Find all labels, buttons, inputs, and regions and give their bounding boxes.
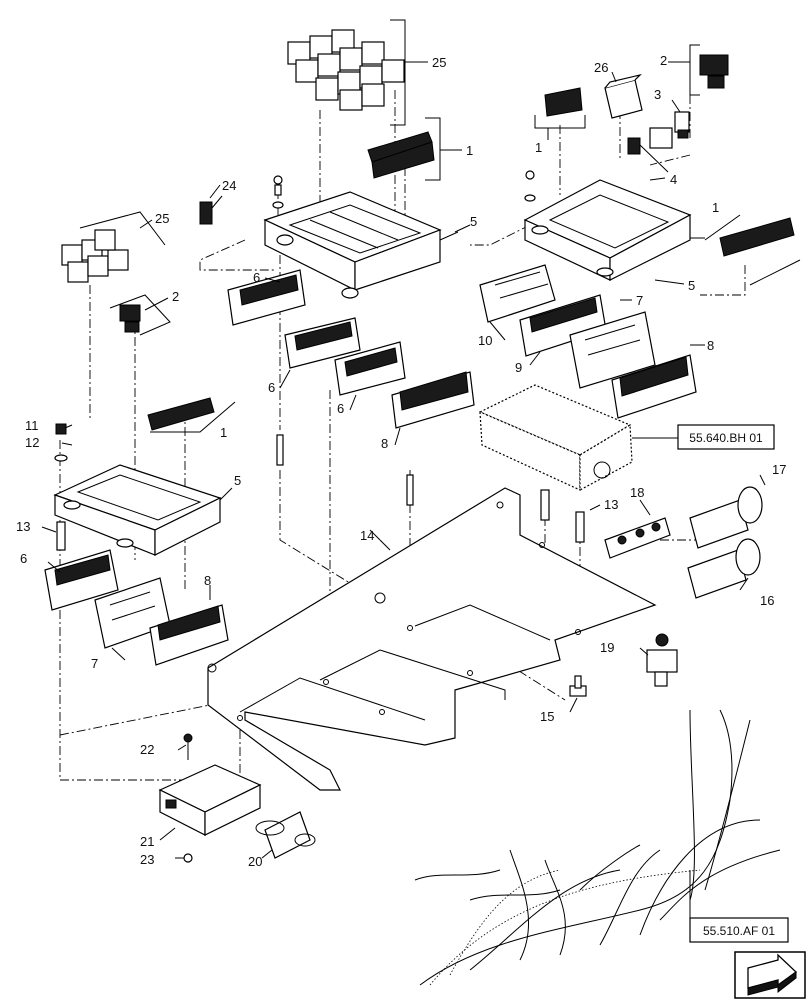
fuse-holder-6c xyxy=(334,341,406,396)
connector-16 xyxy=(687,538,761,599)
fuse-holder-20 xyxy=(255,811,316,859)
fuse-2-left xyxy=(109,294,171,336)
relay-cluster-top xyxy=(287,19,406,126)
bolt-11-washer-12 xyxy=(54,423,68,462)
callout-8-left: 8 xyxy=(204,573,211,588)
callout-4: 4 xyxy=(670,172,677,187)
callout-14: 14 xyxy=(360,528,374,543)
fuse-holder-6b xyxy=(284,317,361,369)
fuse-2-right xyxy=(689,44,729,96)
callout-6-a: 6 xyxy=(253,270,260,285)
callout-16: 16 xyxy=(760,593,774,608)
callout-25-top: 25 xyxy=(432,55,446,70)
callout-1-right: 1 xyxy=(712,200,719,215)
studs-center xyxy=(276,434,414,506)
control-module xyxy=(478,384,678,492)
fuse-strip-top xyxy=(367,117,462,181)
callout-1-right-small: 1 xyxy=(535,140,542,155)
reference-module-text: 55.640.BH 01 xyxy=(689,431,763,445)
callout-7-right: 7 xyxy=(636,293,643,308)
fuse-box-left xyxy=(53,464,222,556)
fuse-holder-8-mid xyxy=(391,371,475,429)
callout-13-left: 13 xyxy=(16,519,30,534)
fuse-strip-left xyxy=(147,397,236,433)
fuse-box-center xyxy=(263,191,459,299)
callout-24: 24 xyxy=(222,178,236,193)
callout-12: 12 xyxy=(25,435,39,450)
callout-22: 22 xyxy=(140,742,154,757)
fuse-4 xyxy=(627,127,673,173)
next-page-arrow-icon[interactable] xyxy=(734,951,806,999)
relay-socket-10 xyxy=(479,264,556,323)
callout-6-c: 6 xyxy=(337,401,344,416)
callout-1-left: 1 xyxy=(220,425,227,440)
fuse-strip-right xyxy=(704,214,801,286)
callout-7-left: 7 xyxy=(91,656,98,671)
callout-21: 21 xyxy=(140,834,154,849)
screw-13-left xyxy=(56,521,66,551)
fuse-holder-8-right xyxy=(611,354,697,419)
callout-5-mid: 5 xyxy=(470,214,477,229)
fuse-box-right xyxy=(523,179,692,281)
nut-23 xyxy=(183,853,193,863)
callout-6-d: 6 xyxy=(20,551,27,566)
callout-1-top: 1 xyxy=(466,143,473,158)
callout-25-left: 25 xyxy=(155,211,169,226)
callout-8-right: 8 xyxy=(707,338,714,353)
callout-23: 23 xyxy=(140,852,154,867)
fuse-3 xyxy=(674,111,690,139)
screws-13-right xyxy=(540,489,585,543)
relay-cluster-left xyxy=(61,211,166,283)
callout-8-mid: 8 xyxy=(381,436,388,451)
wiring-harness xyxy=(414,709,781,986)
fuse-holder-8-left xyxy=(149,604,229,666)
screw-right-top xyxy=(524,170,536,202)
callout-20: 20 xyxy=(248,854,262,869)
fuse-strip-right-small xyxy=(534,87,586,129)
callout-numbers: 25 25 26 2 2 3 4 1 1 1 1 24 5 5 5 6 6 6 … xyxy=(16,53,786,869)
callout-3: 3 xyxy=(654,87,661,102)
screw-center-top xyxy=(272,175,284,209)
terminal-strip-18 xyxy=(604,517,671,559)
relay-socket-7-right xyxy=(569,311,656,389)
callout-15: 15 xyxy=(540,709,554,724)
callout-2-top: 2 xyxy=(660,53,667,68)
callout-5-left: 5 xyxy=(234,473,241,488)
screw-22 xyxy=(183,733,193,760)
callout-10: 10 xyxy=(478,333,492,348)
switch-19 xyxy=(646,633,678,687)
reference-box-harness[interactable]: 55.510.AF 01 xyxy=(689,917,789,943)
bolt-15 xyxy=(569,675,587,697)
reference-box-module[interactable]: 55.640.BH 01 xyxy=(677,424,775,450)
connector-17 xyxy=(689,486,763,549)
callout-18: 18 xyxy=(630,485,644,500)
callout-5-right: 5 xyxy=(688,278,695,293)
callout-6-b: 6 xyxy=(268,380,275,395)
callout-17: 17 xyxy=(772,462,786,477)
callout-26: 26 xyxy=(594,60,608,75)
mounting-bracket-14 xyxy=(207,487,657,791)
callout-19: 19 xyxy=(600,640,614,655)
fuse-holder-6d xyxy=(44,549,119,611)
callout-9: 9 xyxy=(515,360,522,375)
connector-24 xyxy=(199,195,223,225)
callout-11: 11 xyxy=(25,418,39,433)
relay-26 xyxy=(604,73,643,119)
callout-2-left: 2 xyxy=(172,289,179,304)
callout-leaders xyxy=(41,61,766,925)
fuse-holder-6a xyxy=(227,269,306,326)
module-21 xyxy=(158,764,262,836)
callout-13-right: 13 xyxy=(604,497,618,512)
reference-harness-text: 55.510.AF 01 xyxy=(703,924,775,938)
